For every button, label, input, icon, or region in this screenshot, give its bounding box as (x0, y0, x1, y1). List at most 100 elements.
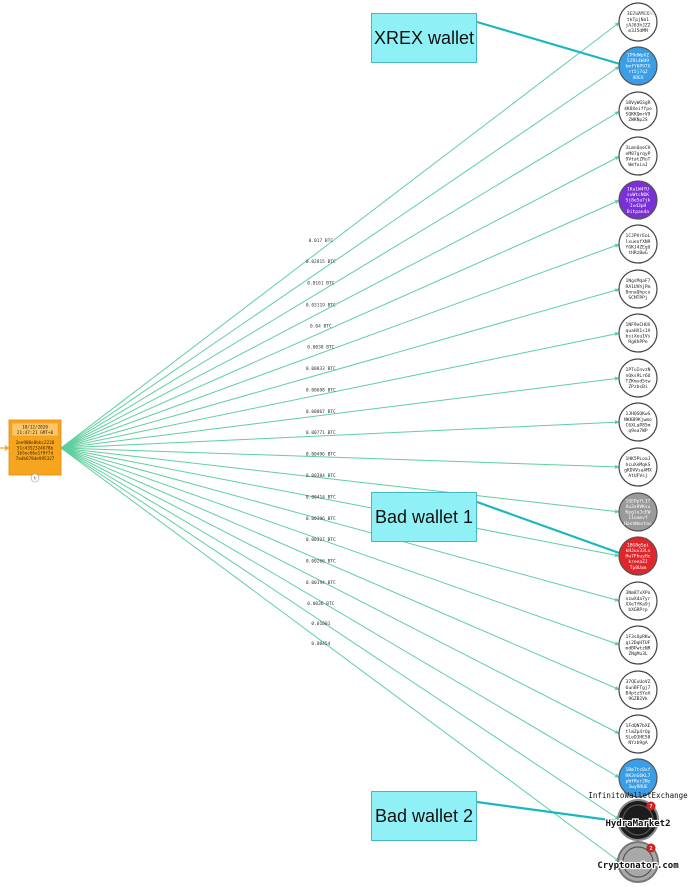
wallet-address-line: RA1UVhjPm (626, 284, 651, 290)
wallet-address-line: pWfRer2Nz (626, 778, 651, 784)
wallet-address-line: RK3nG6KL7 (626, 773, 651, 779)
transfer-edge (60, 447, 621, 735)
wallet-address-line: 4K8Xeiffpo (624, 106, 652, 112)
transfer-edge (60, 332, 621, 449)
wallet-address-line: 1BG8gSpi (627, 542, 649, 548)
wallet-address-line: ZPzbsBi (628, 384, 648, 390)
wallet-node-circle (618, 714, 658, 754)
wallet-address-line: 3wyRRUE (628, 784, 648, 790)
callout-connector-line (476, 800, 625, 824)
wallet-node-circle (618, 492, 658, 532)
watermark-text: CRYSTAL (632, 11, 655, 17)
source-expand-handle[interactable] (30, 473, 40, 483)
wallet-address-line: 1NF9eCHUX (626, 322, 651, 328)
source-transaction-node[interactable]: 10/12/2020 21:47:21 GMT+8 2ee908e8bbc222… (0, 419, 62, 483)
callout-connector-line (476, 500, 623, 556)
wallet-node-circle (618, 358, 658, 398)
source-expand-icon: ↻ (33, 476, 36, 481)
wallet-node-circle (618, 269, 658, 309)
edge-amount-label: 0.00771 BTC (306, 430, 336, 436)
wallet-address-line: Tp8Uxm (630, 565, 647, 571)
wallet-address-line: ZWKNp2S (628, 117, 648, 123)
edge-amount-label: 0.04 BTC (310, 323, 332, 329)
wallet-address-line: YGKJ4ZEgU (626, 244, 651, 250)
callout-xrex-label: XREX wallet (373, 27, 475, 48)
wallet-address-line: XXeTfKa9j (626, 601, 651, 607)
edge-amount-label: 0.0038 BTC (307, 345, 334, 351)
wallet-address-line: Rg8hPPe (628, 339, 648, 345)
callout-bad-wallet-2: Bad wallet 2 (371, 791, 477, 841)
transfer-edge (60, 65, 621, 449)
wallet-address-line: quaHX1s1A (626, 328, 651, 334)
wallet-node-circle (618, 313, 658, 353)
edge-amount-label: 0.00396 BTC (306, 516, 336, 522)
edge-amount-label: 0.00266 BTC (306, 559, 336, 565)
wallet-address-line: 9GZB2Vk (628, 696, 648, 702)
wallet-address-line: q9oa7WP (628, 428, 648, 434)
edge-amount-label: 0.00194 BTC (306, 580, 336, 586)
wallet-address-line: 1HK5PLoaJ (626, 456, 651, 462)
edge-amount-label: 0.0036 BTC (307, 601, 334, 607)
transfer-edge (60, 199, 621, 449)
transfer-edge (60, 447, 621, 557)
transfer-edge (60, 447, 621, 821)
wallet-node-circle (617, 799, 659, 841)
wallet-address-line: 1CJPVrEoL (626, 233, 651, 239)
edge-amount-label: 0.00327 BTC (306, 537, 336, 543)
edge-amount-label: 0.00867 BTC (306, 409, 336, 415)
wallet-address-line: 1NgsMqaF7 (626, 278, 651, 284)
wallet-count-badge (646, 801, 656, 811)
wallet-address-line: NYzb9gA (628, 740, 648, 746)
wallet-node-circle (618, 758, 658, 798)
wallet-address-line: Bitpanda (627, 209, 649, 215)
transfer-edge (60, 447, 621, 468)
wallet-node-t18[interactable]: 1BmTtcBxfRK3nG6KL7pWfRer2Nz3wyRRUEInfini… (588, 758, 688, 800)
wallet-count-badge-text: 2 (650, 846, 653, 852)
wallet-address-line: jAJ63hJZZ (626, 22, 651, 28)
transfer-edge (60, 110, 621, 449)
edge-arrowhead (614, 376, 620, 381)
transfer-edge (60, 155, 621, 449)
transfer-edge (60, 288, 621, 449)
transfer-edge (60, 447, 621, 863)
wallet-node-circle (618, 180, 658, 220)
wallet-address-line: gi2DqHTUF (626, 640, 651, 646)
edge-amount-label: 0.02815 BTC (306, 259, 336, 265)
edge-arrowhead (614, 464, 620, 469)
wallet-node-circle (618, 625, 658, 665)
wallet-address-line: 1P9dWpXZ (627, 52, 649, 58)
wallet-address-line: SLeD3HE58 (626, 734, 651, 740)
wallet-address-line: Hw7FkuyHc (626, 554, 651, 560)
wallet-node-t12[interactable]: 1GEPpYL1TXu3x9VKsuKpgleJcEW11oomvfHashNe… (618, 492, 658, 532)
transfer-edge (60, 243, 621, 449)
wallet-address-line: 3LmnQoeCH (626, 145, 651, 151)
wallet-address-line: 1F3sUpRKw (626, 634, 651, 640)
transfer-edge (60, 21, 621, 449)
wallet-node-circle (617, 841, 659, 883)
wallet-address-line: Ivd3pH (630, 203, 647, 209)
edge-amount-label: 0.017 BTC (309, 238, 334, 244)
wallet-node-circle (618, 447, 658, 487)
wallet-address-line: Xu3x9VKsu (626, 504, 651, 510)
transfer-edge (60, 447, 621, 513)
source-hash-line: 51c4352324678b (17, 445, 54, 451)
callout-bad2-label: Bad wallet 2 (374, 805, 474, 826)
